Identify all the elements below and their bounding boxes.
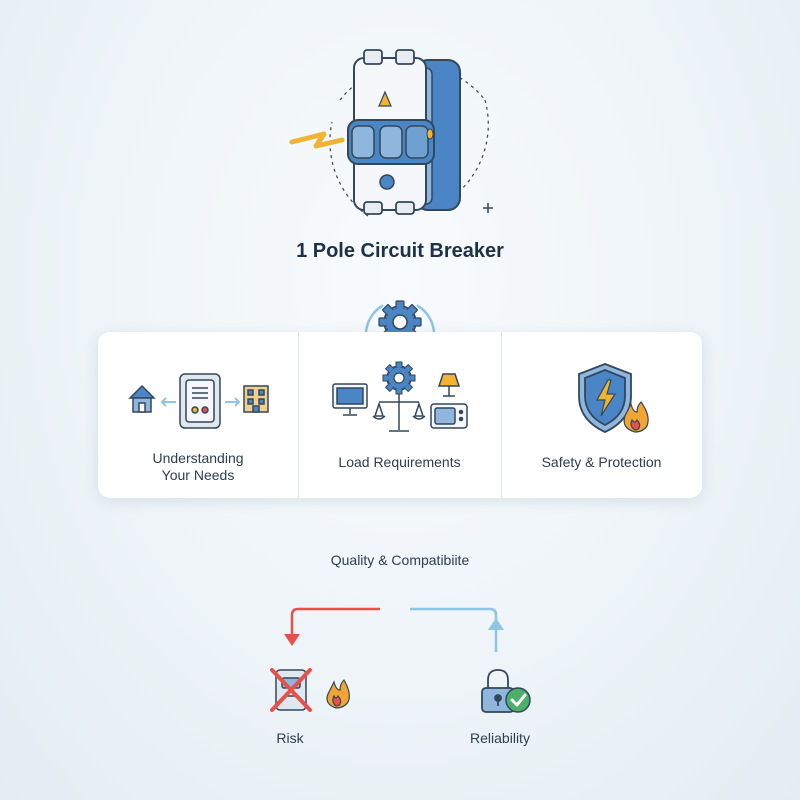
card-divider xyxy=(501,332,502,498)
microwave-icon xyxy=(430,403,468,429)
building-icon xyxy=(243,385,269,413)
check-icon xyxy=(505,687,531,713)
feature-cards: Understanding Your Needs xyxy=(98,332,702,498)
card-label-needs: Understanding Your Needs xyxy=(98,450,298,484)
needs-illustration xyxy=(128,373,269,429)
arrowhead-up-icon xyxy=(488,618,504,630)
circuit-breaker-icon xyxy=(289,49,493,217)
risk-label: Risk xyxy=(276,730,304,746)
plus-sparkle-icon xyxy=(483,203,493,213)
lightning-icon xyxy=(289,131,345,149)
quality-label: Quality & Compatibiite xyxy=(330,552,470,568)
lamp-icon xyxy=(437,373,461,397)
reliability-illustration xyxy=(481,669,531,713)
page-title: 1 Pole Circuit Breaker xyxy=(296,240,504,262)
house-icon xyxy=(128,384,156,413)
card-label-line: Your Needs xyxy=(161,467,235,483)
flow-arrows xyxy=(284,607,504,652)
breaker-panel-icon xyxy=(179,373,221,429)
risk-illustration xyxy=(270,668,350,712)
load-illustration xyxy=(332,361,468,432)
arrowhead-down-icon xyxy=(284,634,300,646)
reliability-label: Reliability xyxy=(470,730,530,746)
card-label-line: Load Requirements xyxy=(338,454,461,470)
card-label-load: Load Requirements xyxy=(298,454,501,471)
safety-illustration xyxy=(578,363,649,433)
card-label-line: Understanding xyxy=(152,450,244,466)
arrow-left-icon xyxy=(160,397,176,407)
card-label-safety: Safety & Protection xyxy=(501,454,702,471)
scale-icon xyxy=(372,394,426,432)
shield-icon xyxy=(578,363,632,433)
card-label-line: Safety & Protection xyxy=(541,454,662,470)
arrow-right-icon xyxy=(225,397,241,407)
card-divider xyxy=(298,332,299,498)
gear-small-icon xyxy=(382,361,416,395)
flame-icon xyxy=(623,401,649,433)
arrow-to-reliability xyxy=(410,607,498,652)
flame-icon xyxy=(326,679,350,709)
cross-icon xyxy=(270,668,312,712)
arrow-to-risk xyxy=(290,607,380,636)
monitor-icon xyxy=(332,383,368,416)
